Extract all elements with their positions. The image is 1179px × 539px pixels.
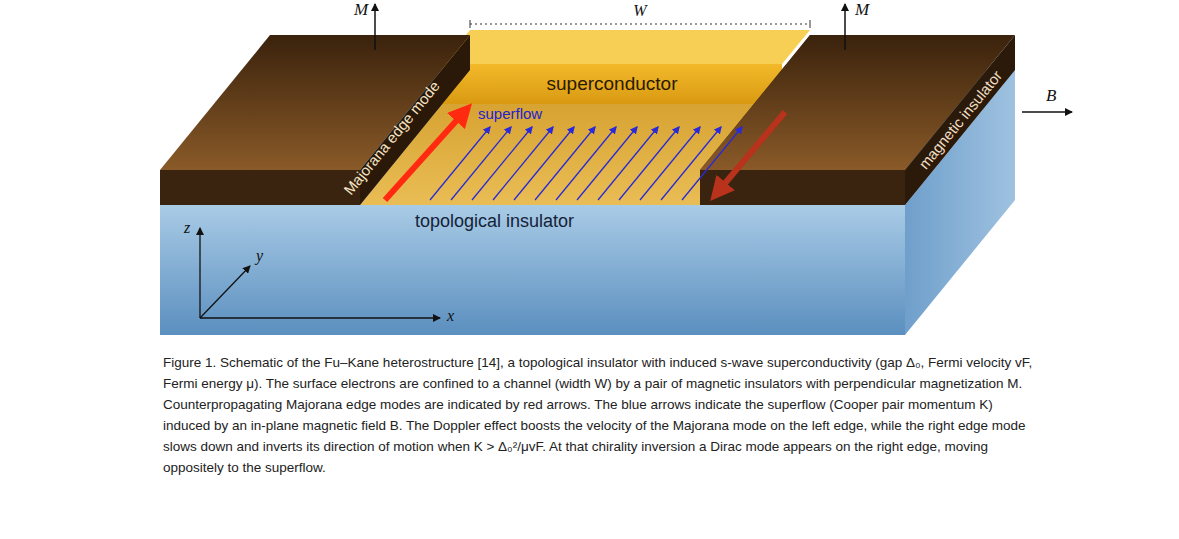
mi-left-front	[160, 170, 360, 205]
axis-label: x	[447, 306, 454, 325]
width-tick	[470, 20, 471, 28]
superflow-stroke	[682, 127, 742, 200]
magnetization-label: M	[855, 0, 869, 20]
superflow-arrows	[430, 127, 742, 200]
axis-z	[199, 228, 200, 318]
axis-label: y	[256, 246, 263, 265]
sc-front-face	[442, 64, 782, 104]
axis-x	[200, 317, 440, 318]
superflow-label: superflow	[478, 105, 542, 123]
magnetization-label: M	[354, 0, 368, 20]
field-arrow	[1022, 111, 1072, 113]
field-label: B	[1046, 86, 1056, 106]
ti-front-face	[160, 205, 905, 335]
width-tick	[810, 20, 811, 28]
magnetization-arrow-left	[374, 4, 376, 50]
superconductor-block: superconductor	[442, 64, 782, 104]
node-label: superconductor	[547, 73, 678, 96]
majorana-arrow-right	[716, 112, 785, 194]
width-label: W	[633, 1, 646, 20]
topological-insulator-block: topological insulator	[415, 211, 574, 233]
figure-caption: Figure 1. Schematic of the Fu–Kane heter…	[163, 352, 1043, 478]
width-dimension	[470, 23, 810, 24]
sc-top-face	[442, 30, 810, 64]
axis-label: z	[184, 218, 190, 237]
magnetization-arrow-right	[844, 4, 846, 50]
node-label: topological insulator	[415, 211, 574, 233]
axis-y	[200, 266, 250, 318]
